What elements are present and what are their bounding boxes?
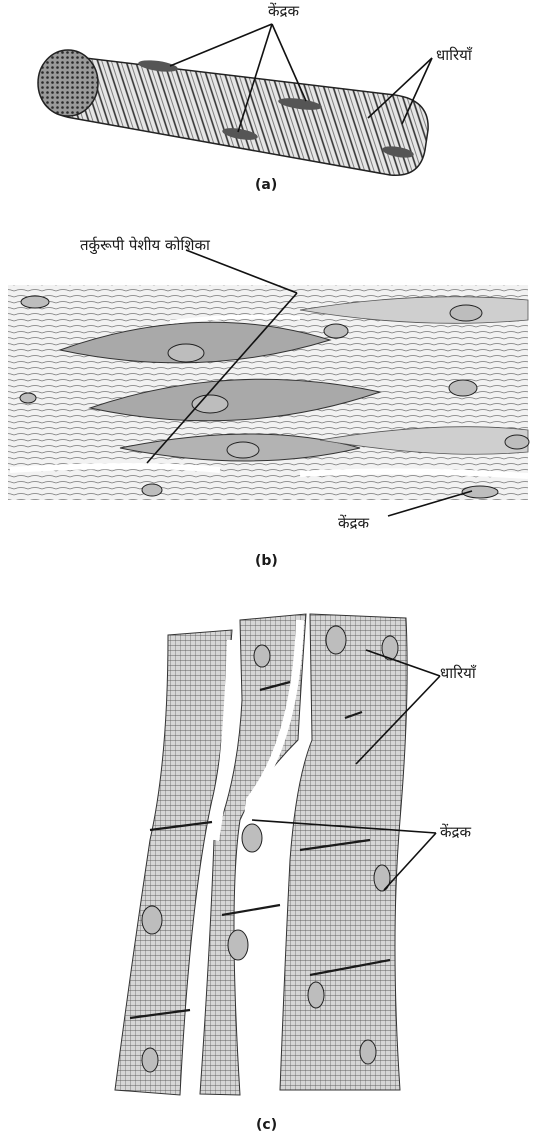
smooth-muscle-tissue bbox=[8, 285, 529, 500]
label-striations-c: धारियाँ bbox=[440, 666, 476, 681]
label-nucleus-c: केंद्रक bbox=[440, 825, 471, 840]
cardiac-muscle-tissue bbox=[115, 614, 407, 1095]
label-spindle-cell: तर्कुरूपी पेशीय कोशिका bbox=[80, 238, 210, 253]
fiber-cross-section bbox=[38, 50, 98, 116]
caption-b: (b) bbox=[255, 554, 278, 568]
skeletal-fiber bbox=[38, 50, 428, 175]
label-striations-a: धारियाँ bbox=[436, 48, 472, 63]
label-nucleus-a: केंद्रक bbox=[268, 4, 299, 19]
caption-c: (c) bbox=[256, 1118, 277, 1132]
caption-a: (a) bbox=[255, 178, 277, 192]
label-nucleus-b: केंद्रक bbox=[338, 516, 369, 531]
